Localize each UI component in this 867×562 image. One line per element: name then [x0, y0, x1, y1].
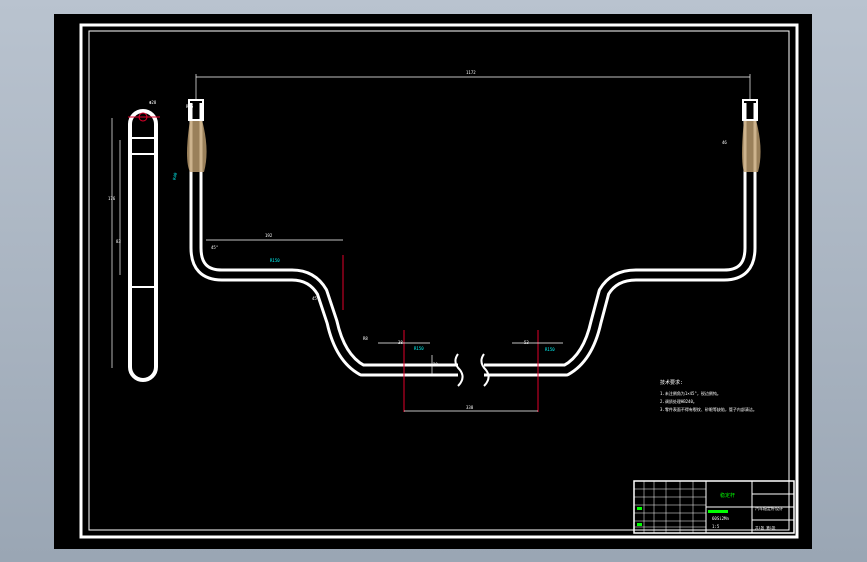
dim-right-end-text: 46	[722, 140, 727, 145]
title-block-accent-1	[637, 507, 642, 510]
dim-overall-text: 1172	[466, 70, 476, 75]
bar-left-half-inner	[192, 103, 458, 374]
tech-req-line-3: 3.零件表面不得有裂纹、砂眼等缺陷，管子内部清洁。	[660, 406, 757, 412]
tech-req-line-1: 1.未注倒角为1×45°，锐边倒钝。	[660, 390, 721, 396]
dim-left-gap-text: 38	[398, 340, 403, 345]
break-line-right	[480, 353, 490, 387]
stabilizer-bar-main-view: 1172 192 338 38 53 20 46 45° 45° R8 R75 …	[172, 70, 761, 412]
title-block-scale: 1:5	[712, 524, 720, 529]
dim-bottom-text: 338	[466, 405, 474, 410]
left-end-hatch	[187, 120, 207, 172]
tech-req-heading: 技术要求:	[660, 379, 683, 386]
title-block-part-name: 稳定杆	[720, 492, 735, 499]
dim-end-taper-left: R75	[186, 104, 194, 109]
side-view: 176 83 Φ28	[108, 100, 160, 382]
side-view-collar	[129, 137, 157, 155]
outer-frame	[79, 23, 799, 539]
title-block-drawing-number: 汽车稳定杆设计	[755, 505, 783, 511]
title-block: 稳定杆 汽车稳定杆设计 60Si2Mn 1:5 共1张 第1张	[633, 480, 795, 534]
title-block-accent-3	[708, 510, 728, 513]
annotation-radius-left-top: R40	[172, 172, 178, 181]
side-dim-top: Φ28	[149, 100, 157, 105]
inner-frame	[88, 30, 790, 531]
break-line-left	[454, 353, 464, 387]
title-block-material: 60Si2Mn	[712, 516, 729, 521]
annotation-radius-mid-left: R150	[270, 258, 280, 263]
side-dim-total: 176	[108, 196, 116, 201]
annotation-radius-lower-left: R150	[414, 346, 424, 351]
title-block-sheet: 共1张 第1张	[755, 525, 776, 530]
tech-req-line-2: 2.调质处理HB240。	[660, 398, 697, 404]
title-block-grid	[634, 481, 706, 533]
side-view-outline	[128, 109, 158, 382]
dim-lower-left-text: R8	[363, 336, 368, 341]
title-block-accent-2	[637, 523, 642, 526]
dim-upper-text: 192	[265, 233, 273, 238]
technical-requirements: 技术要求: 1.未注倒角为1×45°，锐边倒钝。 2.调质处理HB240。 3.…	[660, 379, 757, 412]
dim-right-gap-text: 53	[524, 340, 529, 345]
side-dim-inner: 83	[116, 239, 121, 244]
dim-left-vert-text: 20	[433, 362, 438, 367]
dim-mid-angle-text: 45°	[312, 296, 319, 301]
bar-right-half-inner	[484, 103, 754, 374]
dim-left-angle-text: 45°	[211, 245, 218, 250]
annotation-radius-lower-right: R150	[545, 347, 555, 352]
right-end-hatch	[742, 120, 761, 172]
